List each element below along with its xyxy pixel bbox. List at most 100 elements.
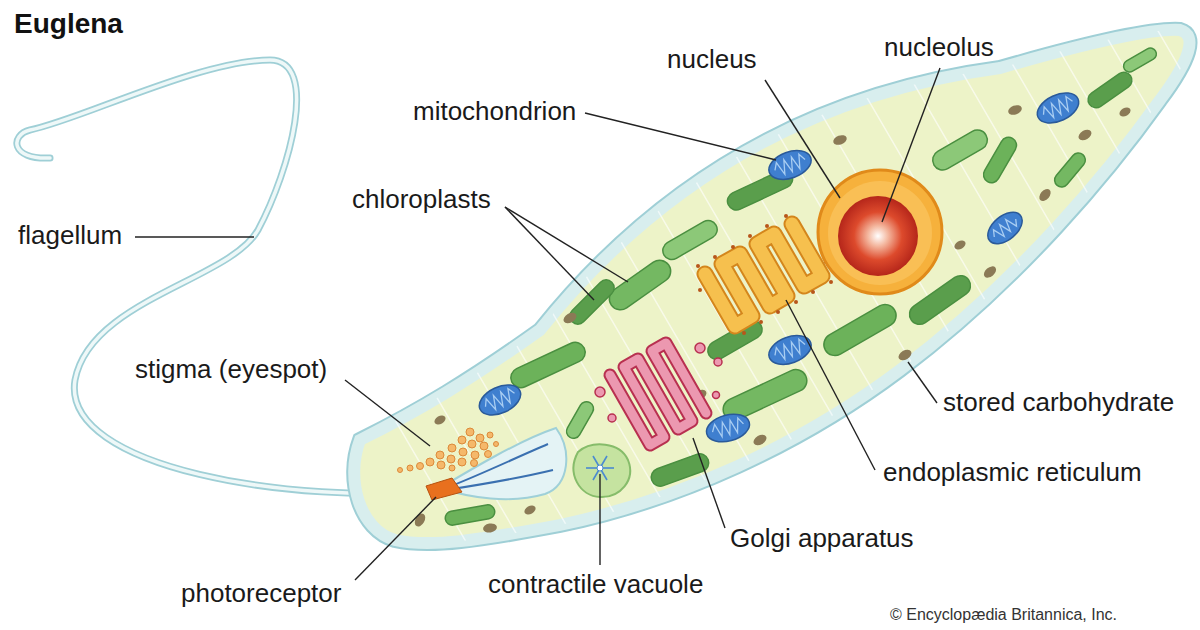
stigma-eyespot	[398, 468, 403, 473]
chloroplast	[508, 339, 589, 391]
chloroplast	[981, 134, 1020, 185]
endoplasmic-reticulum	[705, 224, 822, 326]
golgi-apparatus	[595, 343, 722, 422]
stigma-eyespot	[466, 428, 474, 436]
part-label: nucleolus	[884, 33, 994, 63]
endoplasmic-reticulum	[794, 300, 798, 304]
chloroplast	[564, 399, 596, 441]
mitochondrion	[483, 387, 518, 413]
mitochondrion	[1033, 87, 1084, 129]
stigma-eyespot	[398, 428, 499, 473]
part-label: chloroplasts	[352, 185, 491, 215]
chloroplast	[929, 126, 991, 173]
endoplasmic-reticulum	[829, 280, 833, 284]
contractile-vacuole	[597, 465, 603, 471]
stored-carbohydrate	[1077, 128, 1094, 143]
mitochondrion	[773, 338, 808, 362]
leader-line	[355, 497, 436, 580]
chloroplast	[660, 217, 721, 263]
mitochondrion	[982, 206, 1028, 250]
endoplasmic-reticulum	[713, 255, 717, 259]
mitochondrion	[711, 417, 746, 439]
mitochondrion	[475, 379, 526, 421]
pellicle-stripes	[150, 0, 1200, 600]
photoreceptor	[426, 478, 462, 500]
leader-line	[765, 80, 840, 198]
endoplasmic-reticulum	[765, 224, 769, 228]
leader-line	[786, 300, 875, 470]
endoplasmic-reticulum	[742, 331, 746, 335]
nucleolus	[838, 196, 918, 276]
reservoir	[446, 470, 553, 490]
nucleus	[818, 170, 942, 294]
stored-carbohydrate	[1007, 103, 1023, 116]
stigma-eyespot	[458, 436, 466, 444]
contractile-vacuole	[574, 444, 631, 497]
stigma-eyespot	[407, 465, 413, 471]
golgi-apparatus	[595, 387, 605, 397]
leader-line	[135, 68, 940, 580]
stigma-eyespot	[417, 463, 424, 470]
stigma-eyespot	[476, 434, 484, 442]
golgi-apparatus	[610, 343, 706, 445]
mitochondrion	[765, 145, 815, 184]
stored-carbohydrate	[953, 239, 967, 252]
leader-line	[135, 236, 254, 237]
chloroplast	[1052, 150, 1088, 190]
stored-carbohydrate	[523, 504, 537, 517]
golgi-apparatus	[610, 343, 706, 445]
copyright-note: © Encyclopædia Britannica, Inc.	[890, 606, 1117, 624]
stigma-eyespot	[458, 458, 466, 466]
stigma-eyespot	[487, 432, 493, 438]
endoplasmic-reticulum	[811, 290, 815, 294]
mitochondrion	[990, 214, 1019, 241]
stored-carbohydrate	[752, 433, 769, 448]
stigma-eyespot	[449, 465, 455, 471]
contractile-vacuole	[574, 444, 631, 497]
stigma-eyespot	[494, 442, 499, 447]
chloroplast	[820, 300, 900, 359]
cell-body	[354, 30, 1189, 543]
endoplasmic-reticulum	[698, 288, 702, 292]
part-label: photoreceptor	[181, 579, 341, 609]
stored-carbohydrate	[1118, 106, 1132, 119]
leader-line	[345, 380, 430, 446]
stored-carbohydrate	[562, 311, 579, 326]
stored-carbohydrate	[1037, 187, 1053, 204]
endoplasmic-reticulum	[705, 224, 822, 326]
mitochondrion	[475, 379, 526, 421]
endoplasmic-reticulum	[696, 264, 700, 268]
mitochondrion	[982, 206, 1028, 250]
endoplasmic-reticulum	[759, 320, 763, 324]
stigma-eyespot	[471, 460, 478, 467]
stored-carbohydrate	[433, 414, 447, 427]
leader-line	[585, 113, 776, 160]
golgi-apparatus	[695, 343, 705, 353]
nucleus	[828, 181, 932, 285]
chloroplast	[1085, 69, 1135, 111]
mitochondrion	[765, 145, 815, 184]
golgi-apparatus	[713, 392, 720, 399]
chloroplast	[1121, 46, 1158, 74]
stored-carbohydrate	[832, 133, 848, 146]
chloroplast	[444, 504, 496, 526]
golgi-apparatus	[595, 343, 722, 445]
part-label: stored carbohydrate	[943, 388, 1174, 418]
mitochondrion	[1033, 87, 1084, 129]
pellicle-stripes	[150, 0, 1200, 600]
endoplasmic-reticulum	[776, 310, 780, 314]
golgi-apparatus	[608, 414, 616, 422]
stored-carbohydrate	[482, 522, 497, 533]
stigma-eyespot	[437, 461, 445, 469]
part-label: stigma (eyespot)	[135, 355, 327, 385]
diagram-title: Euglena	[14, 8, 123, 40]
part-label: mitochondrion	[413, 97, 576, 127]
leader-line	[882, 68, 940, 222]
photoreceptor	[426, 478, 462, 500]
endoplasmic-reticulum	[731, 245, 735, 249]
leader-line	[599, 474, 600, 565]
leader-line	[505, 207, 594, 300]
stigma-eyespot	[471, 451, 479, 459]
